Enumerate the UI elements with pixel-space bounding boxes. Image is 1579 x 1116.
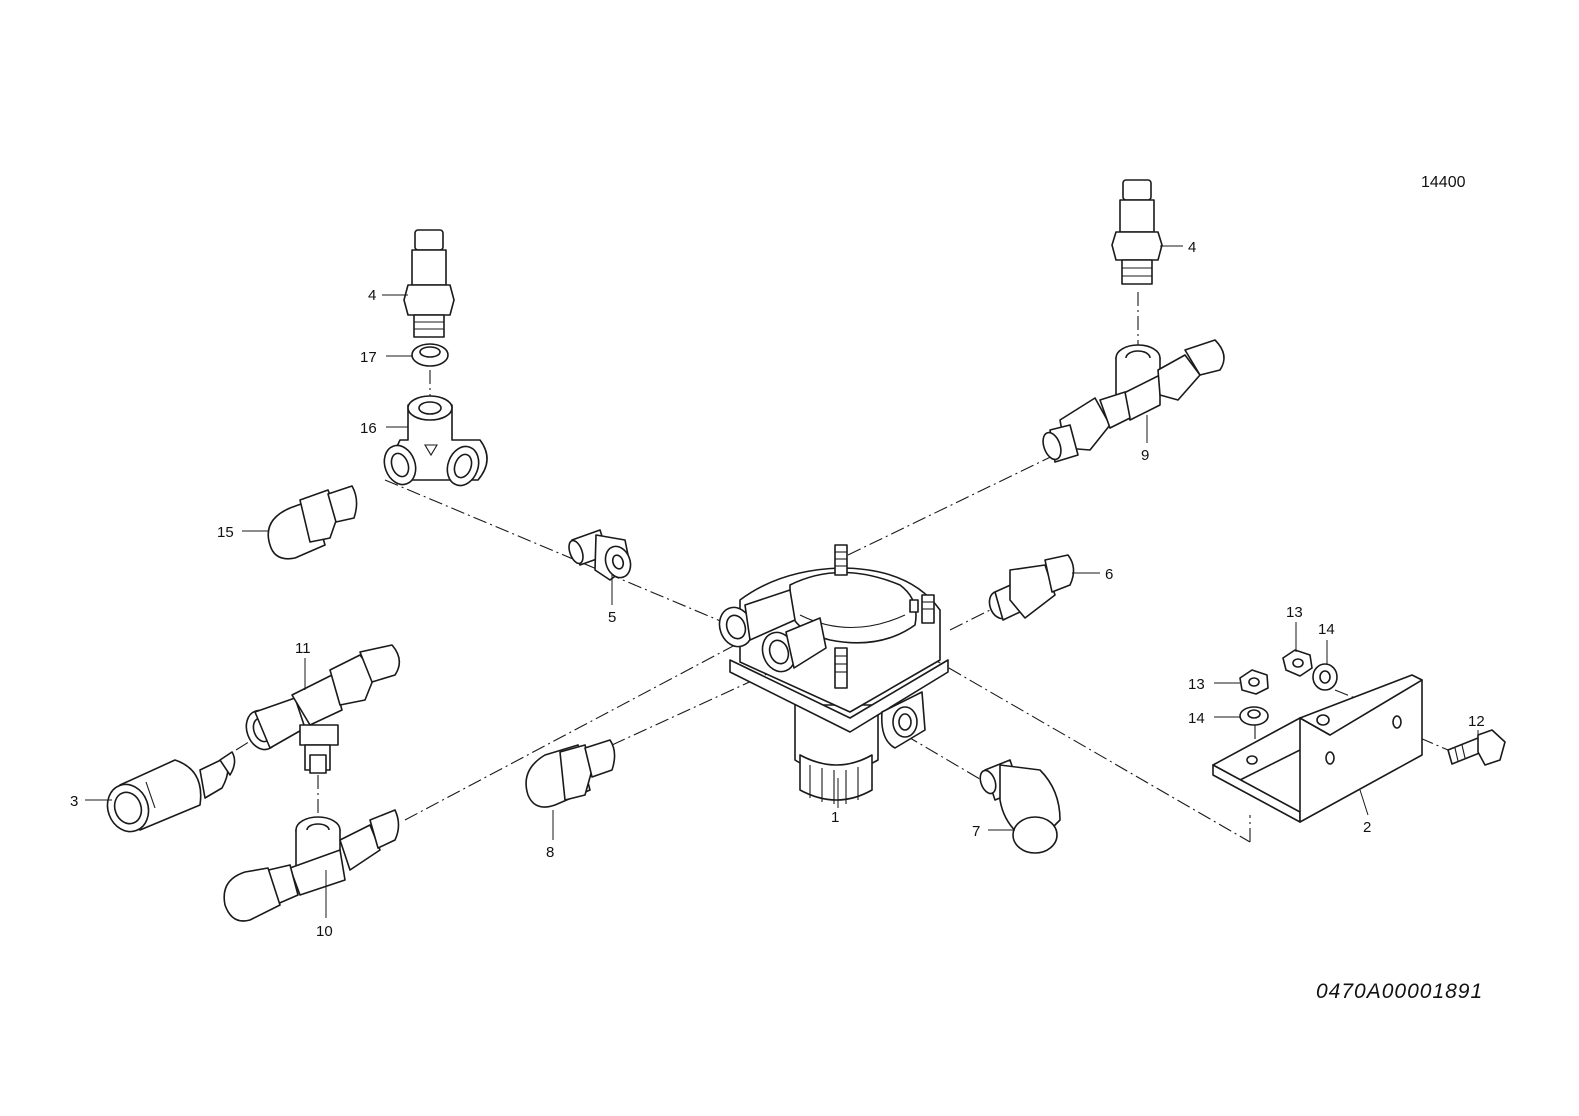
- callout-14-lower: 14: [1188, 710, 1205, 727]
- three-way-block-part-16: [383, 395, 488, 487]
- tee-fitting-part-9: [1042, 339, 1225, 463]
- tee-fitting-part-10: [223, 809, 400, 922]
- callout-4-right: 4: [1188, 239, 1196, 256]
- tee-fitting-part-11: [245, 644, 401, 774]
- callout-8: 8: [546, 844, 554, 861]
- callout-13-lower: 13: [1188, 676, 1205, 693]
- callout-7: 7: [972, 823, 980, 840]
- adapter-part-5: [568, 529, 632, 581]
- bolt-part-12: [1447, 729, 1506, 766]
- callout-6: 6: [1105, 566, 1113, 583]
- callout-17: 17: [360, 349, 377, 366]
- plug-connector-part-8: [525, 739, 616, 808]
- section-code: 14400: [1421, 174, 1466, 191]
- callout-1: 1: [831, 809, 839, 826]
- callout-leaders: [85, 245, 1479, 918]
- callout-13-upper: 13: [1286, 604, 1303, 621]
- nut-part-13-lower: [1239, 669, 1269, 695]
- callout-9: 9: [1141, 447, 1149, 464]
- plug-part-15: [267, 485, 358, 560]
- callout-10: 10: [316, 923, 333, 940]
- document-number: 0470A00001891: [1316, 980, 1483, 1003]
- callout-2: 2: [1363, 819, 1371, 836]
- callout-14-upper: 14: [1318, 621, 1335, 638]
- callout-labels: 1 2 3 4 4 5 6 7 8 9 10 11 12 13 13 14 14…: [70, 239, 1485, 940]
- seal-ring-part-17: [411, 343, 449, 367]
- callout-3: 3: [70, 793, 78, 810]
- pressure-switch-part-4-right: [1111, 179, 1163, 285]
- coupling-head-part-3: [106, 751, 236, 833]
- nut-part-13-upper: [1282, 649, 1313, 677]
- connector-part-6: [988, 554, 1075, 621]
- pressure-switch-part-4-left: [403, 229, 455, 338]
- callout-16: 16: [360, 420, 377, 437]
- bracket-part-2: [1212, 674, 1423, 823]
- valve-body-part-1: [718, 544, 949, 804]
- callout-15: 15: [217, 524, 234, 541]
- washer-part-14-upper: [1312, 663, 1338, 691]
- callout-12: 12: [1468, 713, 1485, 730]
- elbow-connector-part-7: [979, 759, 1061, 854]
- callout-11: 11: [295, 640, 311, 657]
- callout-5: 5: [608, 609, 616, 626]
- callout-4-left: 4: [368, 287, 376, 304]
- washer-part-14-lower: [1239, 706, 1269, 726]
